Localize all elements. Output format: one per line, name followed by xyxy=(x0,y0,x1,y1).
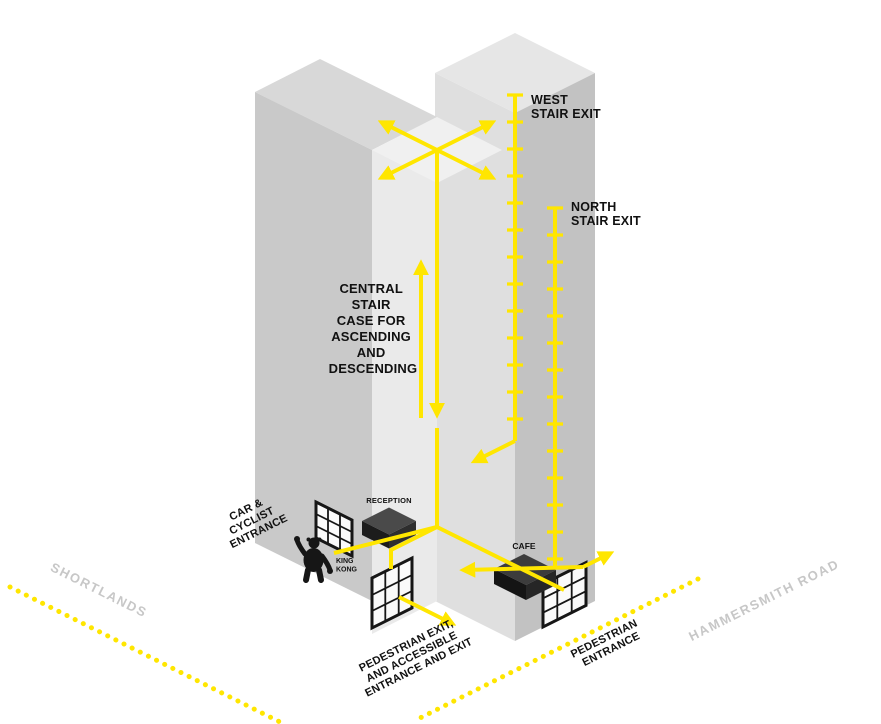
cafe-label: CAFE xyxy=(512,541,535,551)
pedestrian-exit-label: PEDESTRIAN EXIT, AND ACCESSIBLE ENTRANCE… xyxy=(352,613,475,699)
roof-arrow-southwest xyxy=(377,148,438,180)
west-stair-exit-label: WEST STAIR EXIT xyxy=(531,93,601,121)
west-stair-exit-arrow xyxy=(470,439,516,464)
kong-ear-right xyxy=(317,537,322,542)
counter-front-right xyxy=(526,570,556,600)
door-grid xyxy=(371,564,413,622)
roof-arrow-northeast xyxy=(436,120,497,152)
west-stair-rungs xyxy=(507,93,523,421)
window-grid xyxy=(315,508,353,550)
kong-fist-left xyxy=(294,536,300,542)
car-cyclist-entrance-window xyxy=(314,499,354,559)
pedestrian-entrance-route xyxy=(436,525,565,592)
north-stair-rungs xyxy=(547,206,563,561)
reception-route xyxy=(333,525,438,555)
cafe-exit-arrow xyxy=(582,551,615,569)
shortlands-street-label: SHORTLANDS xyxy=(48,559,150,620)
roof-arrow-northwest xyxy=(377,120,438,152)
kong-ear-left xyxy=(306,537,311,542)
right-tower-west-face xyxy=(435,73,515,641)
king-kong-figure xyxy=(294,536,333,583)
reception-label: RECEPTION xyxy=(366,496,412,505)
kong-body xyxy=(303,548,324,572)
roof-arrow-southeast xyxy=(436,148,497,180)
north-stair-exit-label: NORTH STAIR EXIT xyxy=(571,200,641,228)
hammersmith-road-line xyxy=(411,576,701,724)
kong-head xyxy=(308,537,320,549)
left-tower-west-face xyxy=(255,92,372,601)
king-kong-label: KING KONG xyxy=(336,558,358,574)
pedestrian-exit-door xyxy=(370,555,414,631)
left-tower-south-face xyxy=(372,117,437,634)
pedestrian-exit-arrow xyxy=(398,595,457,626)
kong-legs xyxy=(303,567,324,583)
circulation-routes xyxy=(333,93,615,626)
central-stair-label: CENTRAL STAIR CASE FOR ASCENDING AND DES… xyxy=(329,281,418,376)
shortlands-road-line xyxy=(7,584,285,724)
kong-fist-right xyxy=(327,568,333,574)
door-grid xyxy=(542,569,587,620)
pedestrian-exit-route xyxy=(389,525,438,569)
building-mass xyxy=(255,33,595,641)
counter-front-left xyxy=(494,569,526,600)
hammersmith-street-label: HAMMERSMITH ROAD xyxy=(686,556,842,644)
door-frame xyxy=(370,555,414,631)
